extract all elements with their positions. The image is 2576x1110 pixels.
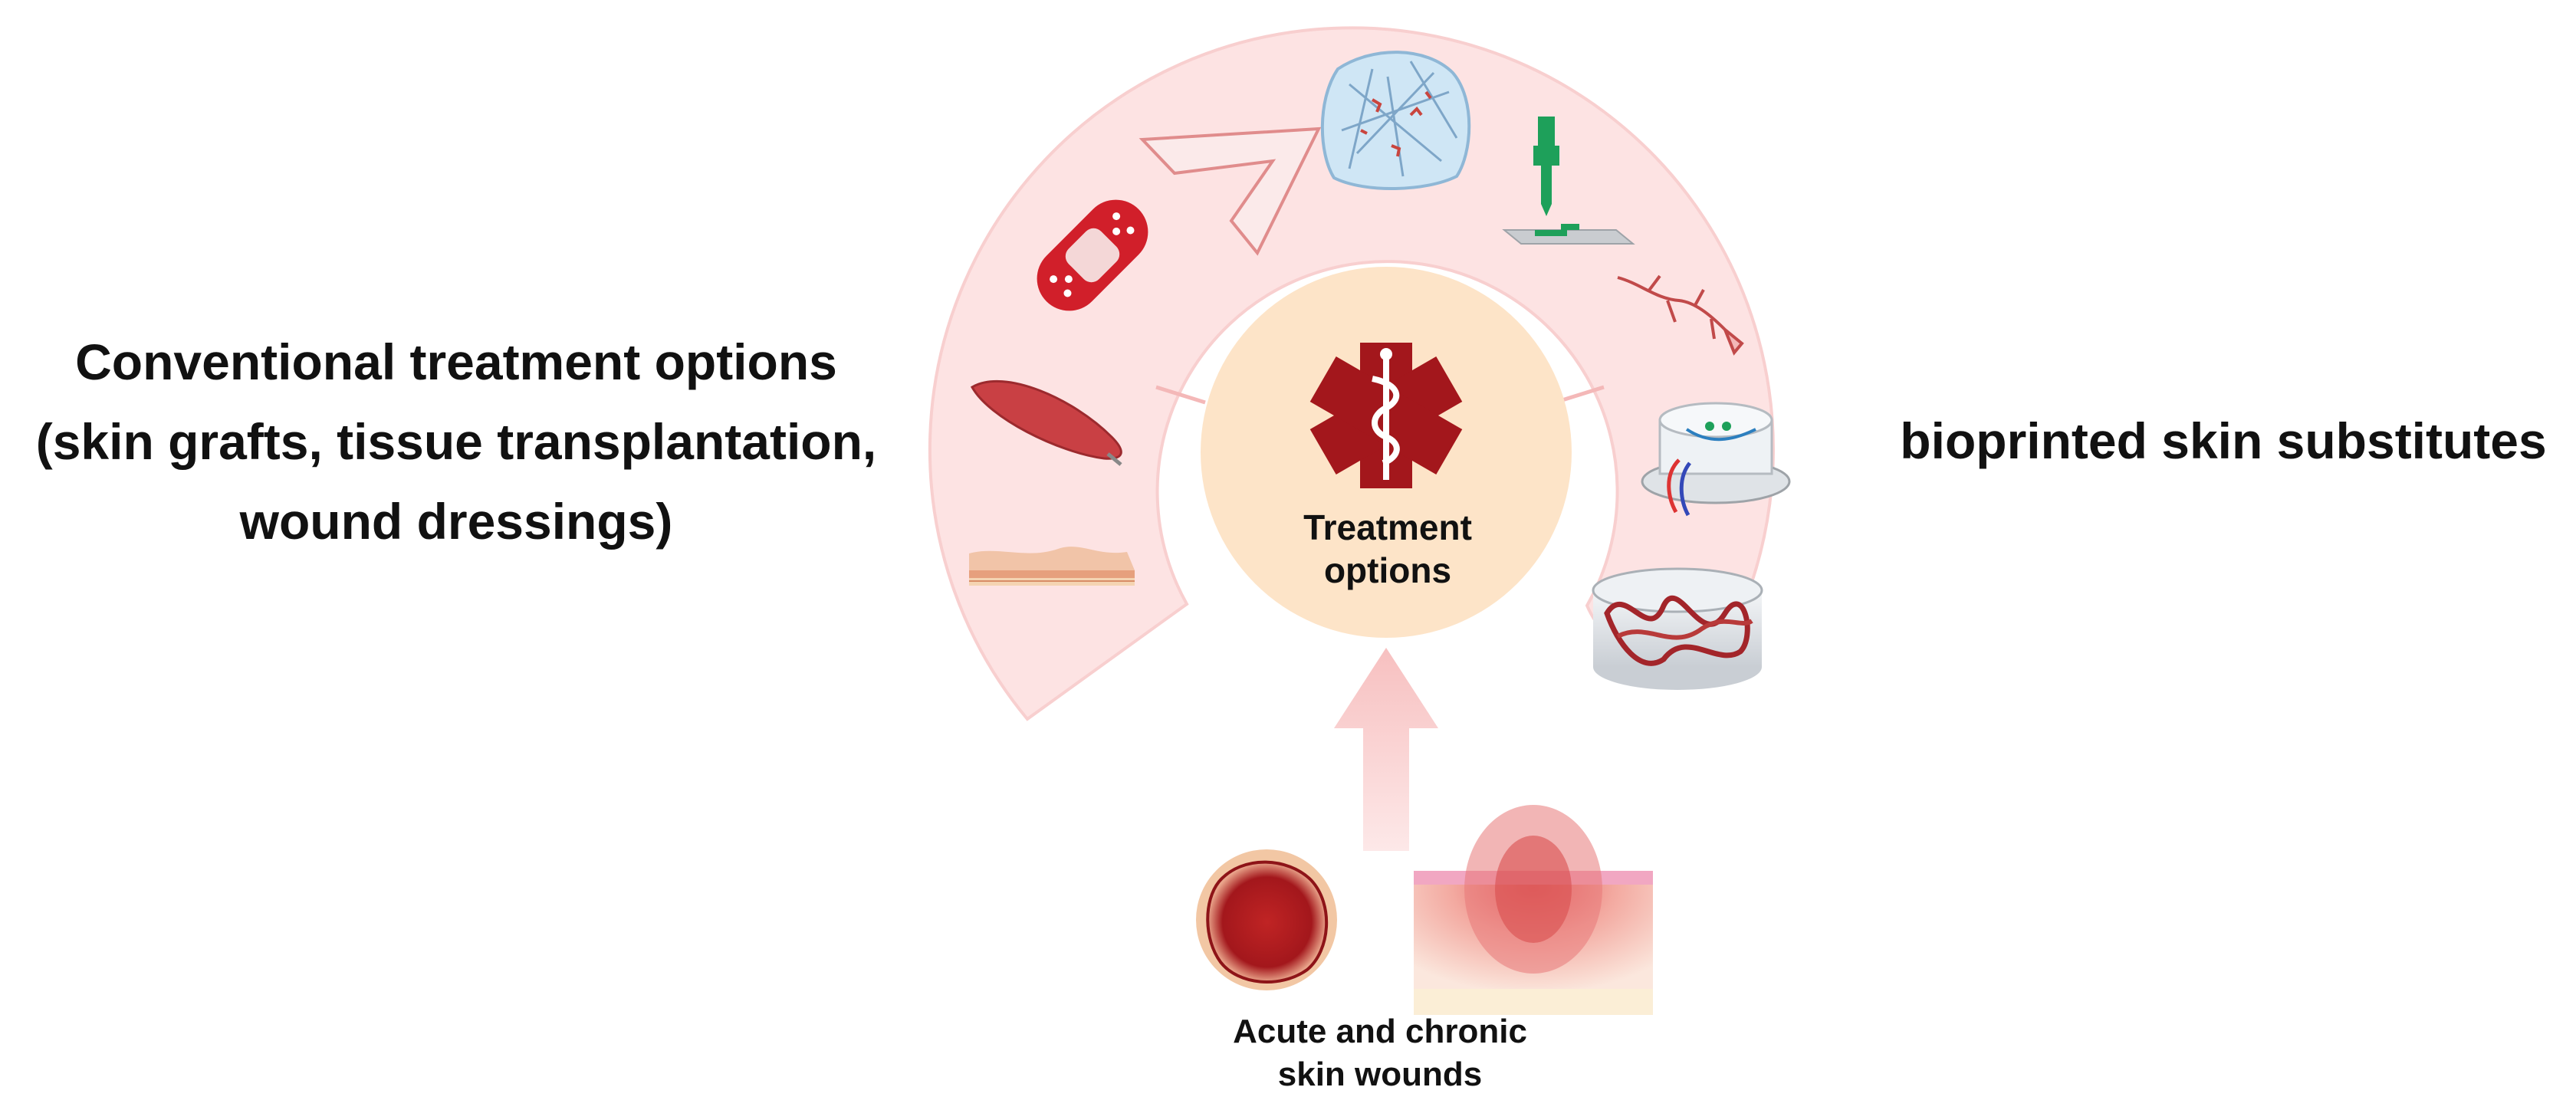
conventional-label-line-1: Conventional treatment options — [75, 333, 837, 390]
hydrogel-scaffold-icon — [1320, 51, 1471, 190]
center-label-line-2: options — [1323, 550, 1452, 590]
bioprinted-label: bioprinted skin substitutes — [1900, 412, 2547, 469]
skin-wounds-label: Acute and chronic skin wounds — [1135, 1010, 1625, 1096]
conventional-treatment-label: Conventional treatment options (skin gra… — [0, 322, 912, 561]
blood-vessel-icon — [1617, 274, 1744, 356]
center-label-line-1: Treatment — [1303, 507, 1472, 547]
vascular-network-dish-icon — [1592, 567, 1763, 690]
conventional-label-line-2: (skin grafts, tissue transplantation, — [35, 413, 877, 470]
treatment-options-label: Treatment options — [1234, 506, 1541, 592]
arrow-chevron-icon — [1138, 126, 1322, 256]
conventional-label-line-3: wound dressings) — [239, 493, 673, 550]
left-connector — [1155, 385, 1206, 405]
bottom-label-line-2: skin wounds — [1277, 1056, 1483, 1093]
bandage-icon — [1037, 199, 1148, 311]
muscle-graft-icon — [970, 379, 1122, 466]
bottom-label-line-1: Acute and chronic — [1233, 1013, 1527, 1050]
medical-star-icon — [1309, 343, 1463, 488]
bioprinter-nozzle-icon — [1502, 117, 1635, 245]
vascular-device-icon — [1641, 402, 1791, 517]
skin-layer-icon — [969, 547, 1135, 586]
wound-icon — [1196, 849, 1337, 990]
up-arrow-icon — [1334, 648, 1438, 851]
skin-cross-section-icon — [1414, 805, 1653, 1015]
